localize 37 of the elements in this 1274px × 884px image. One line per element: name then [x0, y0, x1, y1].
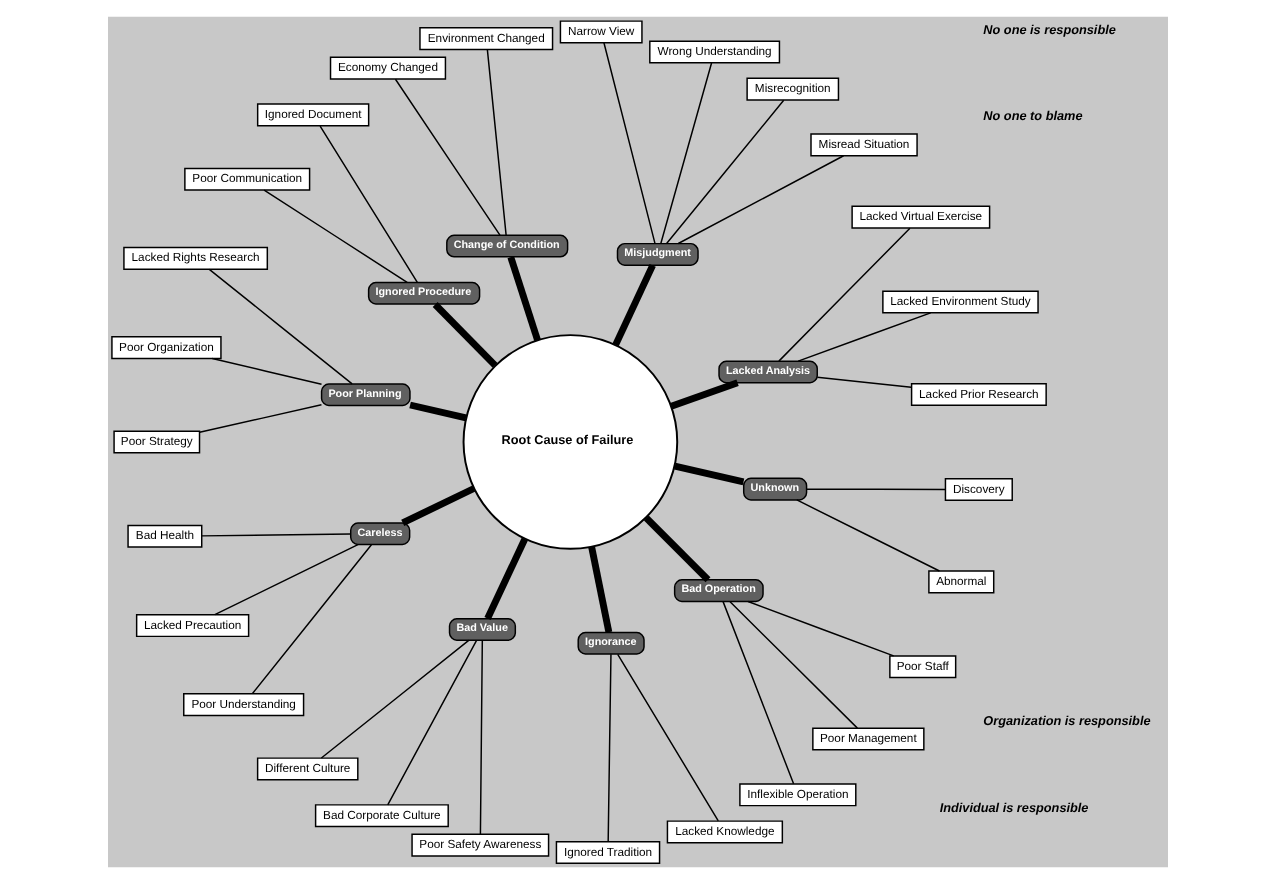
connector — [796, 312, 931, 362]
connector — [386, 639, 477, 806]
connector — [485, 48, 506, 236]
connector — [673, 462, 744, 486]
connector — [506, 256, 540, 342]
connector — [262, 189, 407, 284]
connector — [210, 357, 322, 386]
connector — [616, 653, 718, 822]
connector — [721, 600, 794, 785]
connector — [200, 533, 351, 537]
connector — [207, 268, 352, 385]
connector — [587, 546, 612, 633]
connector — [728, 601, 858, 729]
connector — [478, 639, 483, 835]
connector — [431, 302, 497, 368]
connector — [393, 78, 500, 236]
connector — [606, 653, 611, 843]
connector — [815, 376, 911, 388]
connector — [602, 42, 655, 245]
connector — [676, 155, 844, 245]
connector — [408, 401, 466, 422]
connector — [197, 404, 322, 434]
connector — [642, 515, 710, 583]
connector — [664, 99, 784, 245]
connector — [777, 227, 910, 362]
connector — [213, 543, 358, 616]
connector — [319, 639, 469, 759]
connector — [483, 537, 527, 621]
connector — [795, 499, 940, 572]
connector — [250, 543, 372, 695]
connector — [400, 485, 475, 526]
connector — [318, 125, 418, 284]
connector — [669, 379, 738, 410]
connector — [611, 263, 655, 347]
connector — [659, 62, 712, 245]
connector — [805, 488, 945, 491]
connector — [746, 600, 894, 657]
